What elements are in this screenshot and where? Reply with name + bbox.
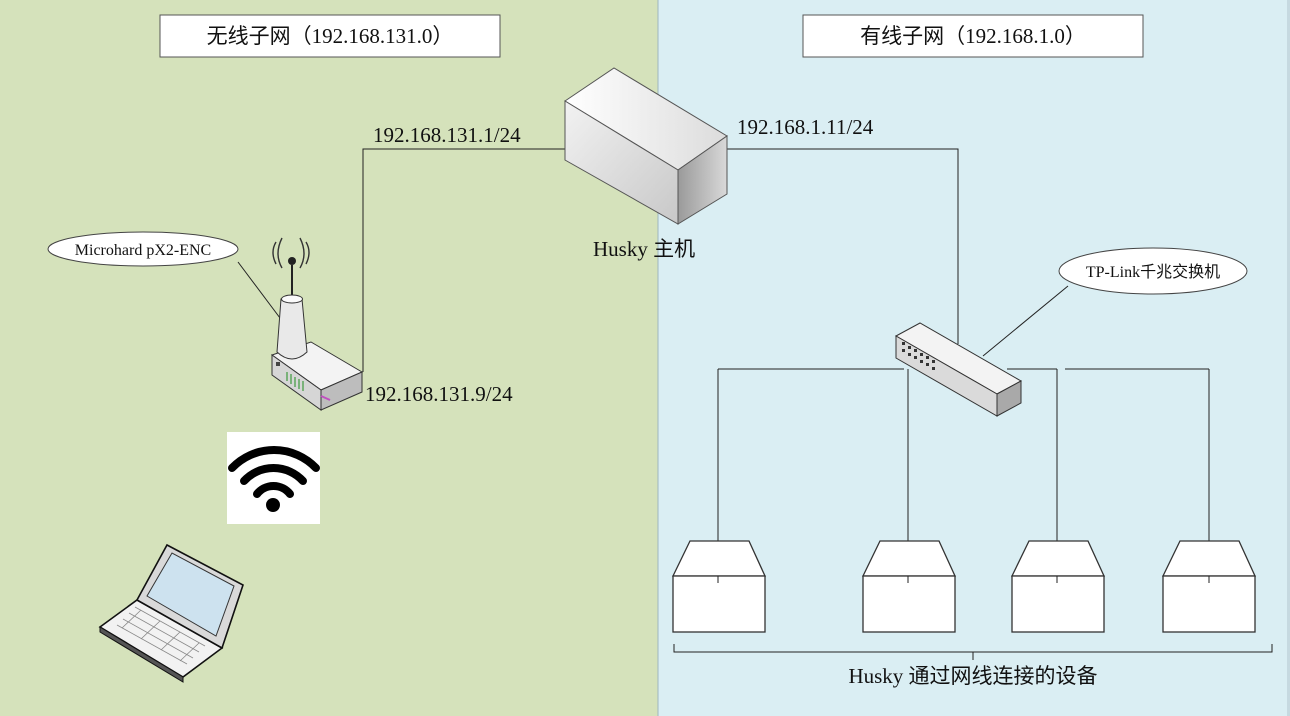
radio-ip: 192.168.131.9/24	[365, 382, 513, 406]
box-icon	[1010, 540, 1106, 633]
box-icon	[671, 540, 767, 633]
host-ip-wireless: 192.168.131.1/24	[373, 123, 521, 147]
devices-label: Husky 通过网线连接的设备	[848, 664, 1097, 688]
switch-icon	[894, 322, 1023, 417]
server-icon	[564, 67, 728, 225]
host-ip-wired: 192.168.1.11/24	[737, 115, 874, 139]
laptop-icon	[98, 543, 244, 683]
wired-subnet-title: 有线子网（192.168.1.0）	[860, 24, 1086, 48]
host-label: Husky 主机	[593, 237, 695, 261]
wireless-subnet-title: 无线子网（192.168.131.0）	[207, 24, 454, 48]
wifi-icon	[227, 432, 320, 524]
box-icon	[861, 540, 957, 633]
box-icon	[1161, 540, 1257, 633]
switch-label: TP-Link千兆交换机	[1086, 263, 1220, 281]
router-icon	[270, 237, 364, 411]
radio-label: Microhard pX2-ENC	[75, 242, 211, 259]
